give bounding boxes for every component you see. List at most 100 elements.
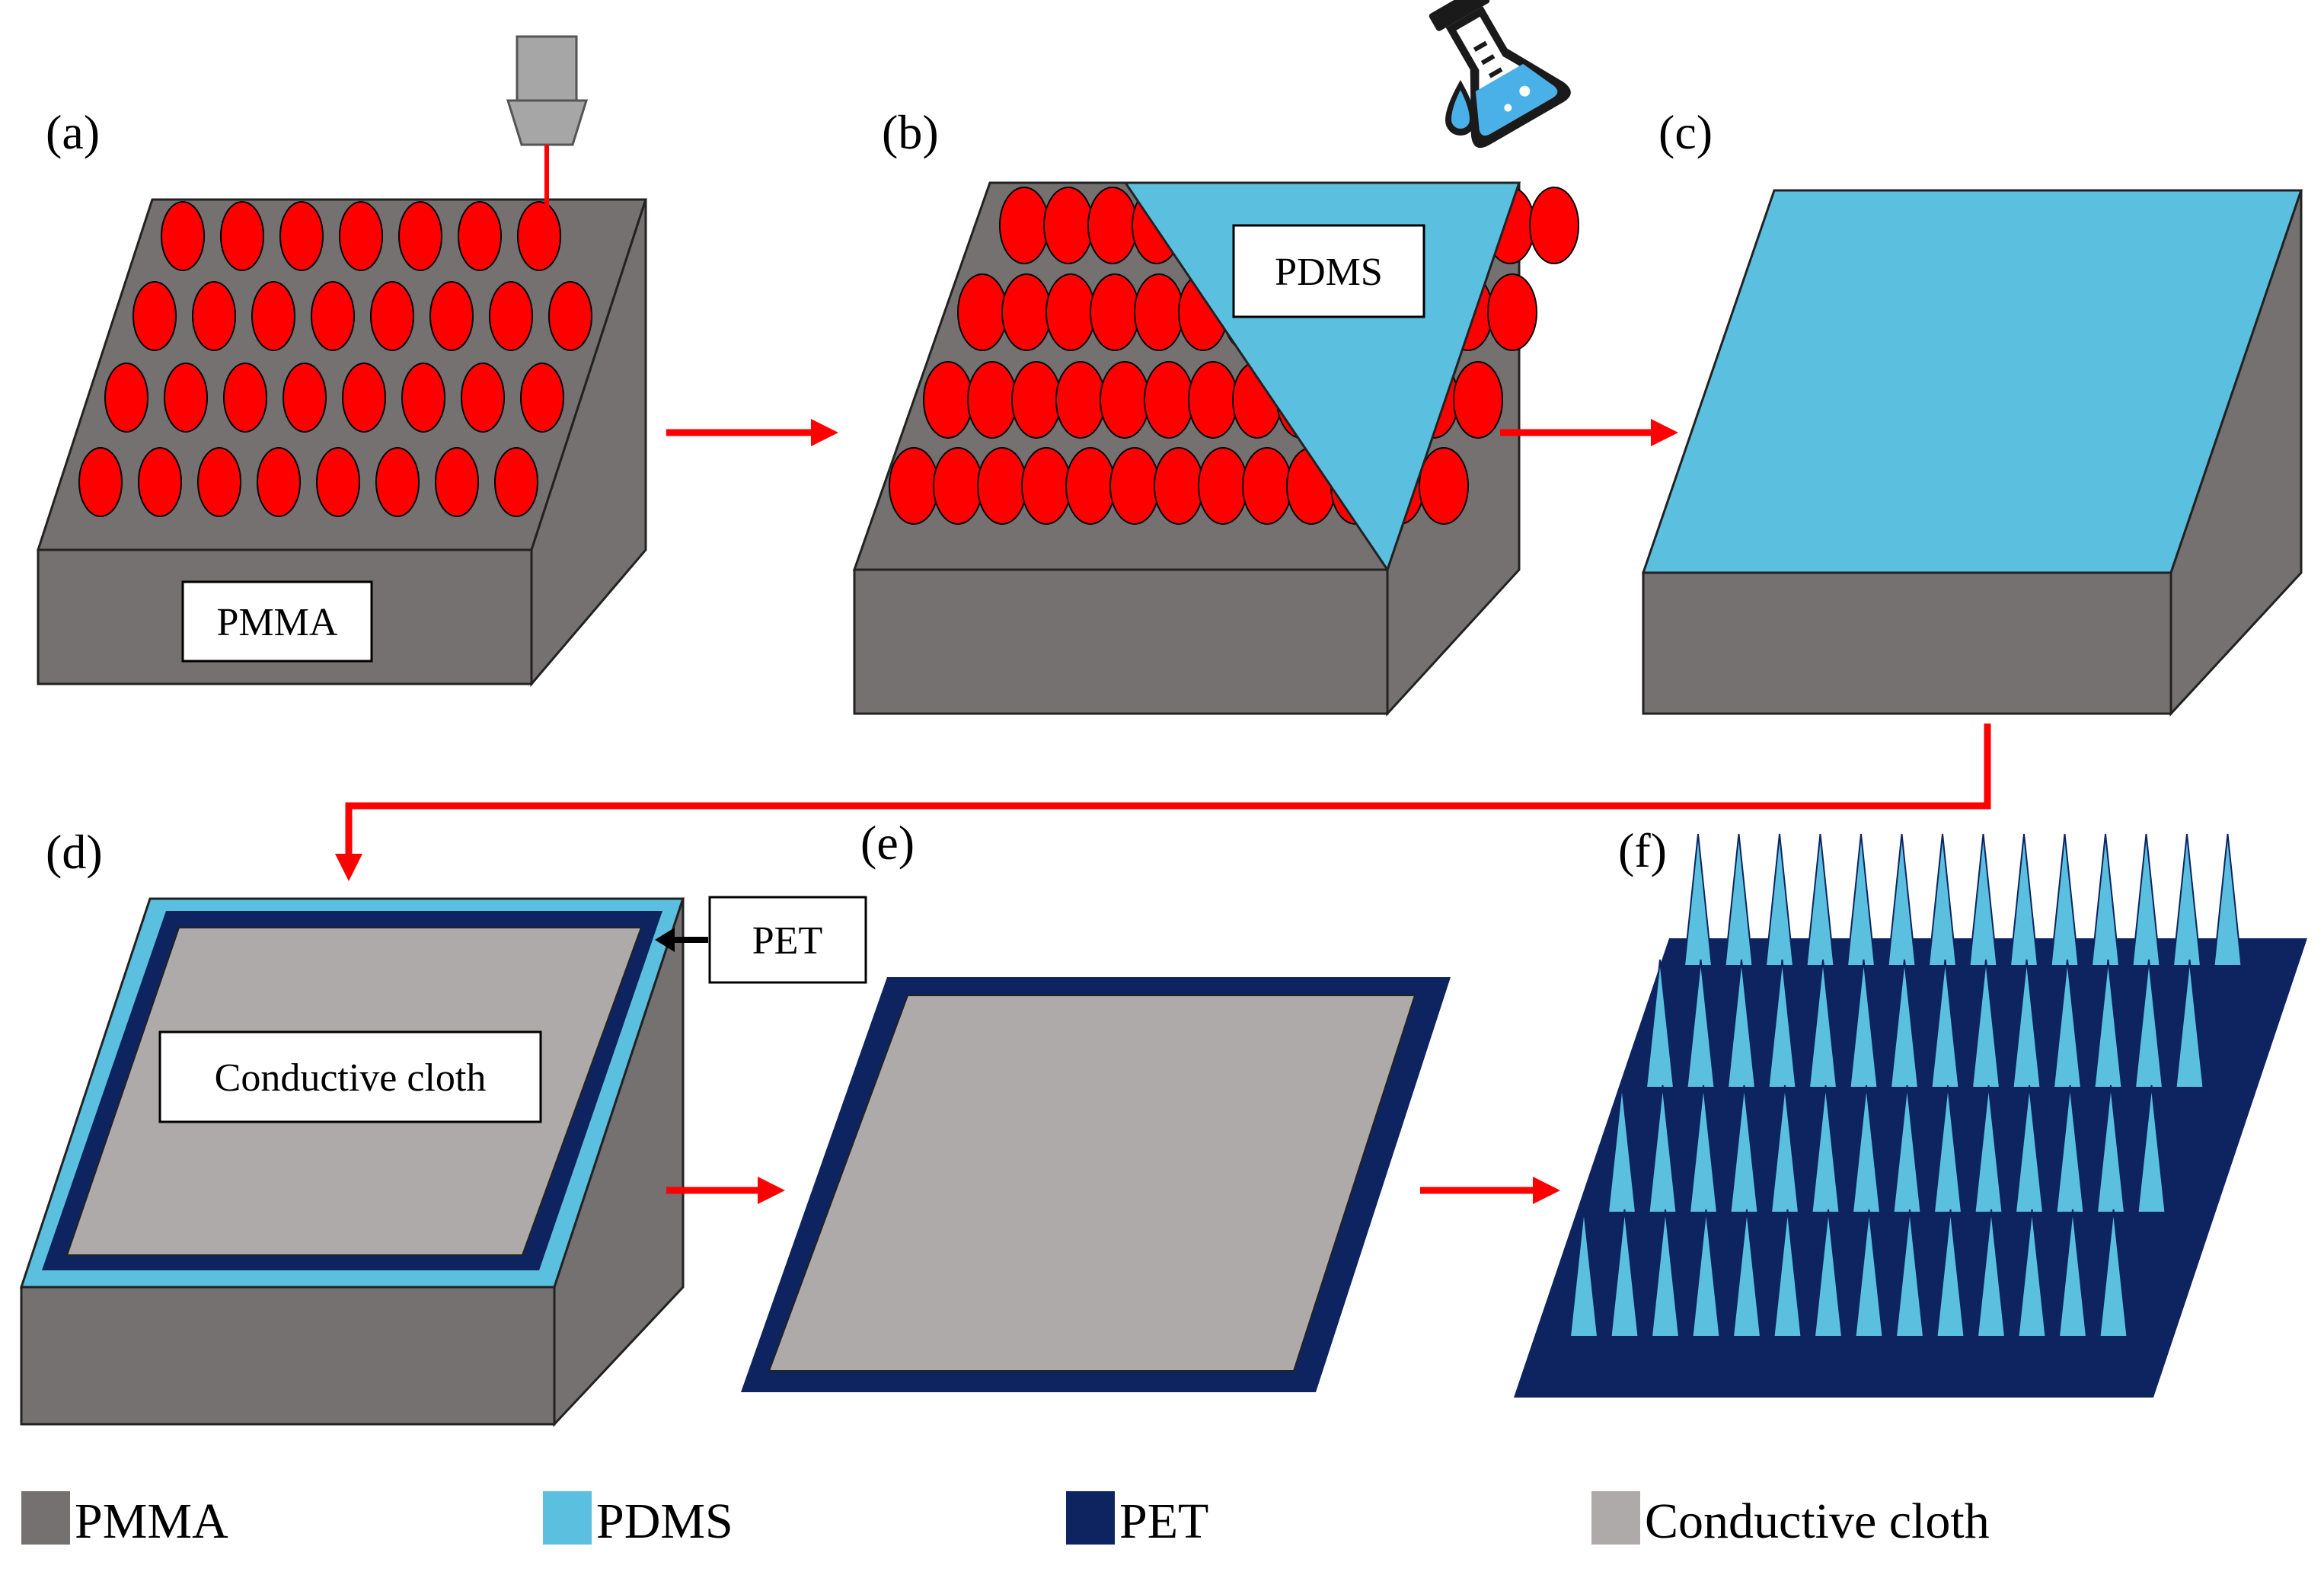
dot bbox=[223, 363, 267, 433]
microcone bbox=[1889, 959, 1920, 1088]
panel-e: (e) bbox=[741, 816, 1451, 1392]
dot bbox=[494, 447, 538, 517]
dot bbox=[1045, 273, 1096, 351]
dot bbox=[78, 447, 123, 517]
arrow-c-to-d bbox=[335, 724, 1991, 881]
microcone bbox=[1607, 1085, 1637, 1213]
microcone bbox=[1927, 833, 1958, 966]
microcone bbox=[1610, 1209, 1639, 1337]
microcone bbox=[1930, 959, 1960, 1088]
dot bbox=[999, 187, 1049, 264]
legend-item-pet: PET bbox=[1066, 1491, 1208, 1549]
microcone bbox=[1686, 959, 1716, 1088]
microcone bbox=[1764, 833, 1795, 966]
legend-swatch-conductive-cloth bbox=[1591, 1491, 1640, 1545]
cloth-label: Conductive cloth bbox=[215, 1056, 487, 1100]
pet-label: PET bbox=[752, 919, 822, 963]
legend: PMMA PDMS PET Conductive cloth bbox=[21, 1491, 1990, 1549]
dot bbox=[1011, 361, 1061, 439]
legend-swatch-pdms bbox=[543, 1491, 592, 1545]
microcone bbox=[1976, 1209, 2006, 1337]
dot bbox=[923, 361, 973, 439]
dot bbox=[283, 363, 327, 433]
microcone bbox=[1683, 833, 1713, 966]
dot bbox=[1188, 361, 1238, 439]
panel-c: (c) bbox=[1641, 105, 2303, 717]
dot bbox=[1055, 361, 1106, 439]
microcone bbox=[1811, 1085, 1840, 1213]
microcone bbox=[1569, 1209, 1599, 1337]
microcone bbox=[2131, 833, 2161, 966]
legend-label-pdms: PDMS bbox=[596, 1494, 733, 1549]
microcone bbox=[2137, 1085, 2166, 1213]
microcone bbox=[1688, 1085, 1719, 1213]
microcone bbox=[2057, 1209, 2088, 1337]
panel-f: (f) bbox=[1514, 823, 2307, 1398]
panel-d-label: (d) bbox=[46, 825, 103, 879]
dot bbox=[342, 363, 386, 433]
pdms-coated-block-c bbox=[1641, 189, 2303, 717]
microcone bbox=[2213, 833, 2243, 966]
dot bbox=[548, 281, 592, 351]
dot bbox=[435, 447, 479, 517]
dot bbox=[1100, 361, 1150, 439]
microcone bbox=[1974, 1085, 2003, 1213]
dot bbox=[1087, 187, 1138, 264]
microcone bbox=[1854, 1209, 1884, 1337]
microcone bbox=[1971, 959, 2001, 1088]
block-d-front bbox=[20, 1286, 556, 1426]
microcone bbox=[1887, 833, 1917, 966]
dot bbox=[220, 201, 264, 271]
microcone bbox=[2052, 959, 2083, 1088]
microcone bbox=[1648, 1085, 1678, 1213]
dot bbox=[192, 281, 236, 351]
dot bbox=[279, 201, 324, 271]
microcone bbox=[2014, 1085, 2045, 1213]
assembly-block-d bbox=[19, 897, 685, 1427]
pmma-label-box: PMMA bbox=[181, 580, 373, 663]
microcone bbox=[2050, 833, 2080, 966]
pmma-block-a bbox=[36, 198, 648, 688]
microcone bbox=[1767, 959, 1797, 1088]
microcone bbox=[1968, 833, 1998, 966]
dot bbox=[889, 447, 939, 525]
microcone bbox=[1650, 1209, 1681, 1337]
legend-item-pmma: PMMA bbox=[21, 1491, 228, 1549]
dot bbox=[398, 201, 442, 271]
dot bbox=[257, 447, 301, 517]
dot bbox=[1487, 273, 1537, 351]
dot bbox=[1242, 447, 1292, 525]
panel-b-label: (b) bbox=[882, 105, 939, 159]
dot bbox=[197, 447, 241, 517]
pet-label-box: PET bbox=[655, 896, 867, 984]
microcone bbox=[1691, 1209, 1721, 1337]
dot bbox=[957, 273, 1007, 351]
dot bbox=[370, 281, 414, 351]
microcone bbox=[1936, 1209, 1965, 1337]
panel-a-label: (a) bbox=[46, 105, 100, 159]
panel-f-label: (f) bbox=[1618, 823, 1667, 877]
pdms-microcone-array bbox=[1569, 833, 2243, 1337]
panel-e-label: (e) bbox=[860, 816, 915, 870]
conductive-cloth-e bbox=[768, 995, 1416, 1372]
dot bbox=[1419, 447, 1469, 525]
dot bbox=[339, 201, 383, 271]
microcone bbox=[1724, 833, 1754, 966]
dot bbox=[104, 363, 148, 433]
legend-item-pdms: PDMS bbox=[543, 1491, 733, 1549]
dot bbox=[933, 447, 983, 525]
dot bbox=[429, 281, 474, 351]
dot bbox=[161, 201, 205, 271]
cloth-label-box: Conductive cloth bbox=[158, 1030, 542, 1123]
pmma-label: PMMA bbox=[217, 601, 338, 644]
dot bbox=[1453, 361, 1503, 439]
laser-ablated-dots-a bbox=[78, 201, 592, 517]
microcone bbox=[2172, 833, 2202, 966]
legend-label-conductive-cloth: Conductive cloth bbox=[1645, 1494, 1990, 1549]
panel-c-label: (c) bbox=[1658, 105, 1713, 159]
dot bbox=[1065, 447, 1116, 525]
dot bbox=[1090, 273, 1140, 351]
microcone bbox=[1846, 833, 1876, 966]
dot bbox=[251, 281, 295, 351]
microcone bbox=[1770, 1085, 1800, 1213]
